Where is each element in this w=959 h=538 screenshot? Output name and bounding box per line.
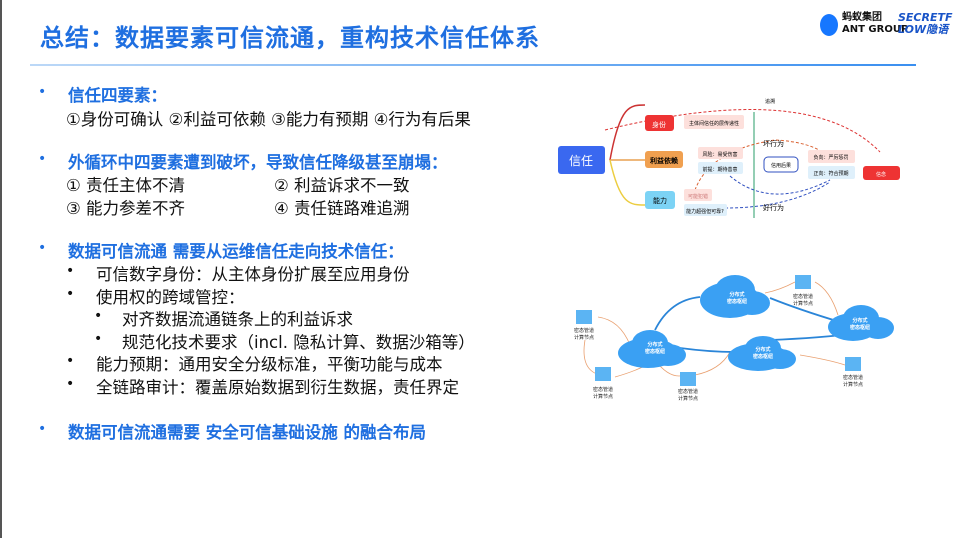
label-trace: 追溯 bbox=[765, 98, 775, 105]
leaf: 可能犯错 bbox=[688, 193, 708, 200]
hub-label: 密态枢纽 bbox=[850, 324, 870, 331]
bullet-dot: • bbox=[38, 240, 47, 256]
bullet-heading: 信任四要素： bbox=[68, 86, 167, 105]
cloud-icons bbox=[618, 275, 894, 371]
list-item: ③ 能力参差不齐 bbox=[66, 199, 186, 218]
leaf: 前提：期待善意 bbox=[702, 166, 737, 173]
server-icons bbox=[576, 275, 861, 386]
node-label: 密态管道 bbox=[593, 386, 613, 393]
leaf: 能力超强但可靠? bbox=[686, 208, 724, 215]
title-divider bbox=[30, 64, 916, 66]
hub-label: 分布式 bbox=[852, 317, 867, 324]
bullet-dot: • bbox=[38, 151, 47, 167]
page-title: 总结：数据要素可信流通，重构技术信任体系 bbox=[40, 24, 540, 52]
bullet-text: ①身份可确认 ②利益可依赖 ③能力有预期 ④行为有后果 bbox=[66, 110, 471, 129]
list-item: ① 责任主体不清 bbox=[66, 176, 186, 195]
list-item: 能力预期：通用安全分级标准，平衡功能与成本 bbox=[96, 355, 443, 374]
node-label: 计算节点 bbox=[843, 381, 863, 388]
node-label: 计算节点 bbox=[574, 334, 594, 341]
node-label: 密态管道 bbox=[574, 327, 594, 334]
bullet-dot: • bbox=[94, 308, 103, 324]
node-label: 计算节点 bbox=[678, 395, 698, 402]
list-item: ④ 责任链路难追溯 bbox=[274, 199, 410, 218]
hub-label: 分布式 bbox=[729, 291, 744, 298]
list-item: 规范化技术要求（incl. 隐私计算、数据沙箱等） bbox=[122, 333, 475, 352]
node-credit: 信用后果 bbox=[771, 162, 791, 169]
node-belief: 信念 bbox=[876, 171, 886, 178]
secretflow-logo: SECRETFLOW隐语 bbox=[898, 11, 953, 36]
mindmap-root: 信任 bbox=[569, 154, 593, 168]
trust-mindmap: 信任 身份 主体间信任的层传递性 利益依赖 风险：易受伤害 前提：期待善意 能力… bbox=[558, 98, 900, 218]
label-good: 好行为 bbox=[763, 203, 784, 212]
node-identity: 身份 bbox=[652, 120, 666, 129]
node-label: 计算节点 bbox=[793, 300, 813, 307]
list-item: 全链路审计：覆盖原始数据到衍生数据，责任界定 bbox=[96, 378, 459, 397]
bullet-dot: • bbox=[66, 353, 75, 369]
left-border bbox=[0, 0, 2, 538]
hub-label: 密态枢纽 bbox=[727, 298, 747, 305]
bullet-heading: 数据可信流通需要 安全可信基础设施 的融合布局 bbox=[68, 423, 426, 442]
node-ability: 能力 bbox=[653, 196, 667, 205]
node-label: 密态管道 bbox=[843, 374, 863, 381]
hub-label: 密态枢纽 bbox=[753, 353, 773, 360]
node-label: 密态管道 bbox=[678, 388, 698, 395]
bullet-dot: • bbox=[66, 263, 75, 279]
hub-label: 分布式 bbox=[647, 341, 662, 348]
bullet-dot: • bbox=[38, 421, 47, 437]
node-label: 密态管道 bbox=[793, 293, 813, 300]
leaf: 主体间信任的层传递性 bbox=[689, 120, 739, 127]
list-item: ② 利益诉求不一致 bbox=[274, 176, 410, 195]
node-label: 计算节点 bbox=[593, 393, 613, 400]
leaf: 负向：严厉惩罚 bbox=[813, 154, 848, 161]
bullet-dot: • bbox=[38, 84, 47, 100]
ant-logo-icon bbox=[820, 14, 838, 36]
node-interest: 利益依赖 bbox=[650, 156, 678, 165]
leaf: 正向：符合预期 bbox=[813, 170, 848, 177]
list-item: 对齐数据流通链条上的利益诉求 bbox=[122, 310, 353, 329]
bullet-heading: 数据可信流通 需要从运维信任走向技术信任： bbox=[68, 242, 404, 261]
bullet-dot: • bbox=[94, 331, 103, 347]
bullet-dot: • bbox=[66, 286, 75, 302]
bullet-heading: 外循环中四要素遭到破坏，导致信任降级甚至崩塌： bbox=[68, 153, 448, 172]
label-bad: 坏行为 bbox=[763, 139, 784, 148]
list-item: 可信数字身份：从主体身份扩展至应用身份 bbox=[96, 265, 410, 284]
hub-label: 密态枢纽 bbox=[645, 348, 665, 355]
list-item: 使用权的跨域管控： bbox=[96, 288, 245, 307]
leaf: 风险：易受伤害 bbox=[702, 151, 737, 158]
hub-label: 分布式 bbox=[755, 346, 770, 353]
bullet-dot: • bbox=[66, 376, 75, 392]
